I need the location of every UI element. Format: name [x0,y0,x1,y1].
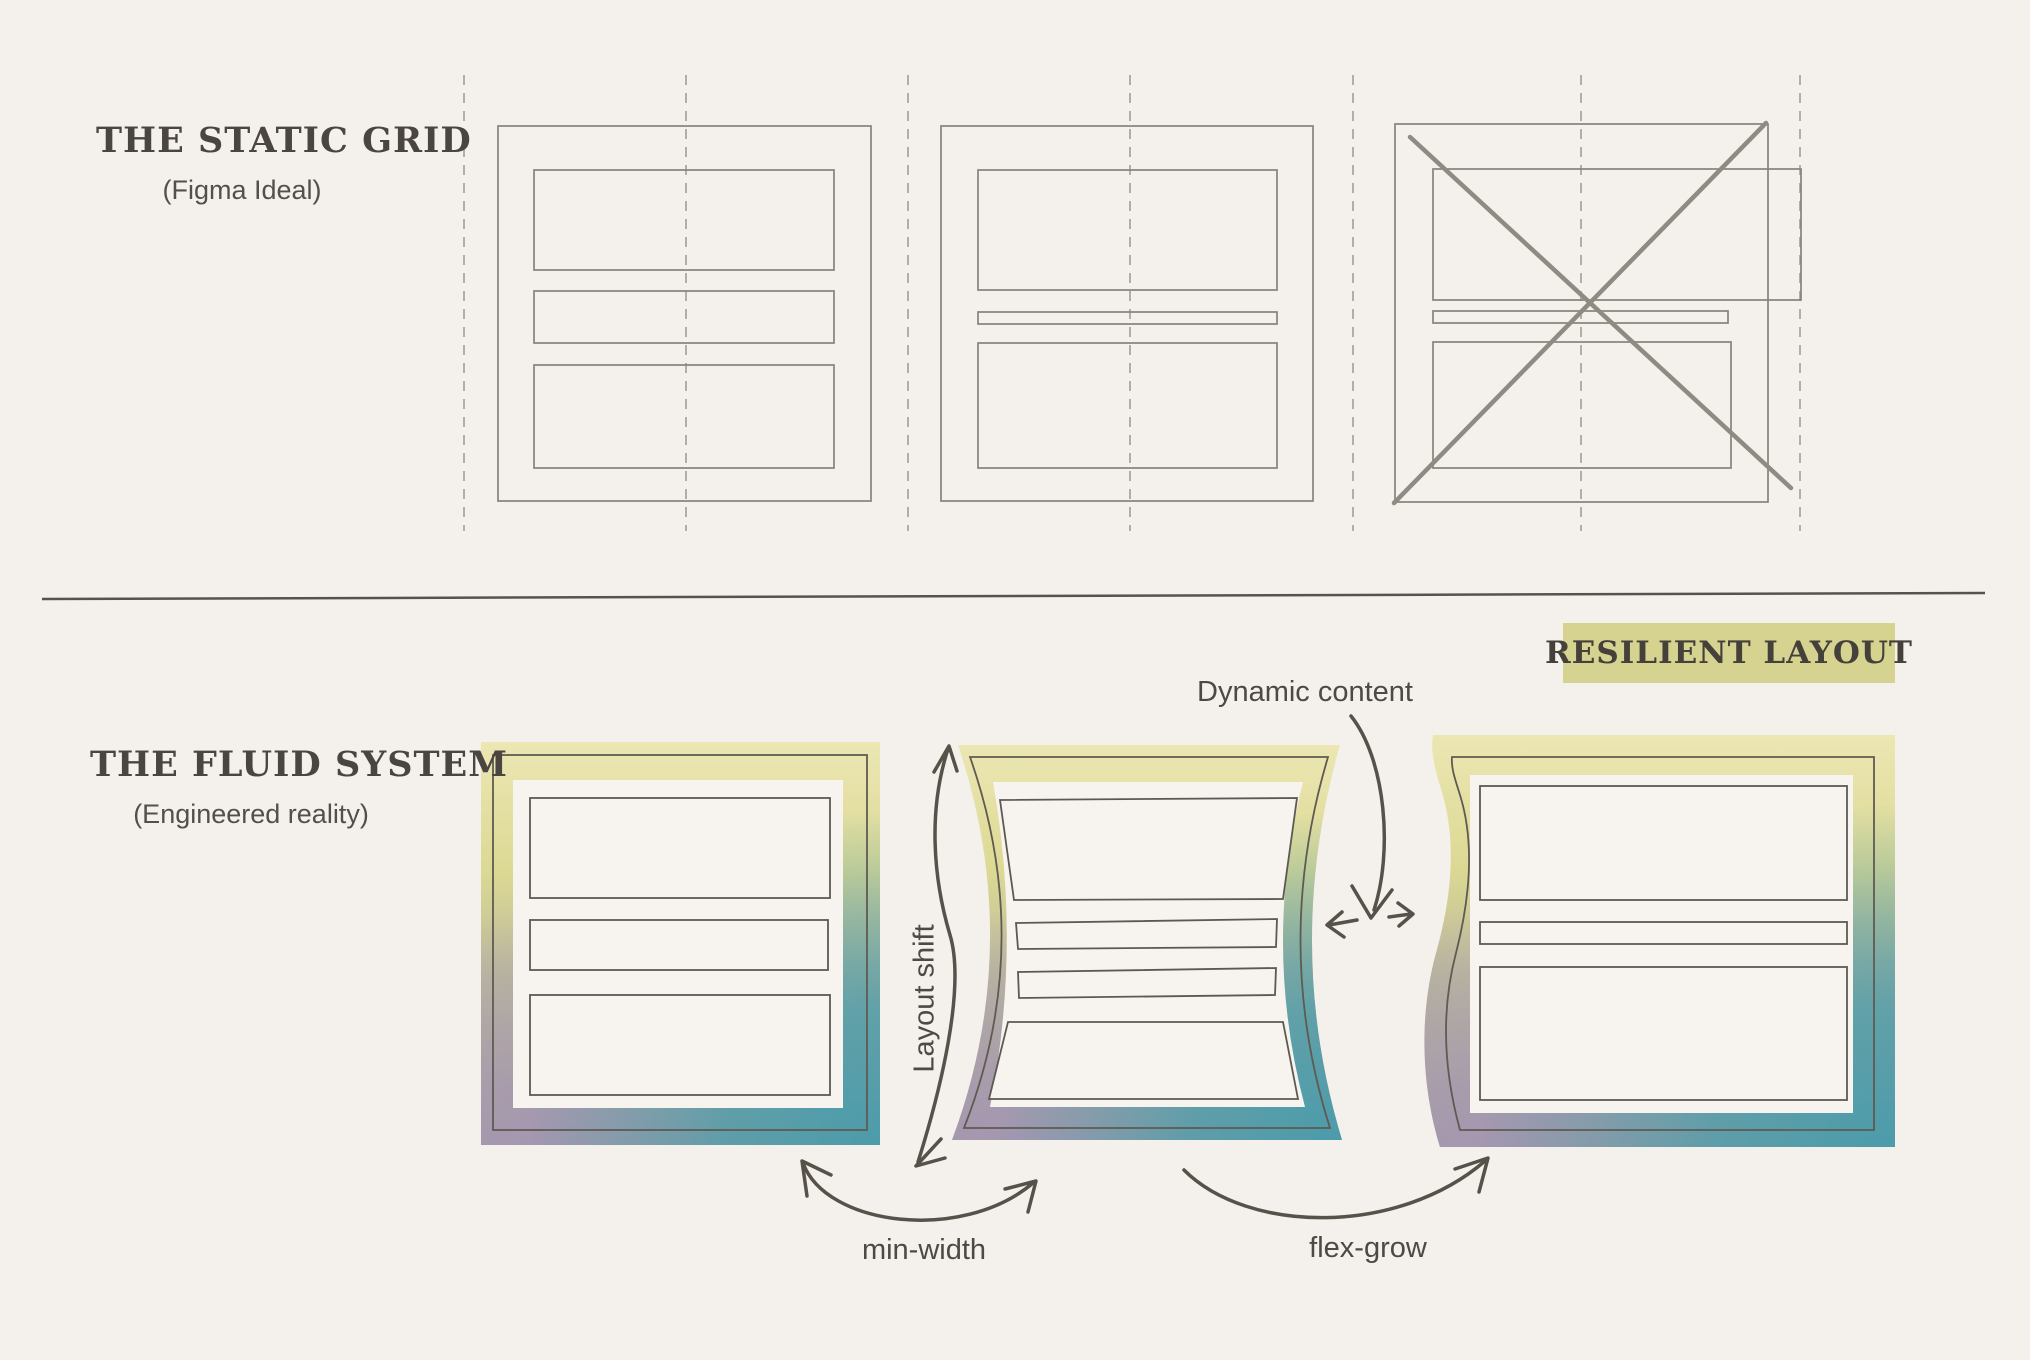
fluid-card-1 [481,742,880,1145]
dynamic-content-arrowhead [1350,884,1394,920]
dynamic-content-label: Dynamic content [1197,676,1413,708]
squeeze-right-arrow [1387,901,1415,928]
static-card-1-frame [497,125,872,502]
fluid-card-2-footer-box [987,1021,1300,1100]
broken-layout-x-mark [1391,120,1794,506]
static-card-2 [940,125,1314,502]
static-section-header: THE STATIC GRID (Figma Ideal) [96,120,472,206]
flex-grow-label: flex-grow [1309,1232,1427,1264]
static-section-subtitle: (Figma Ideal) [162,175,322,205]
min-width-arrow [800,1159,1038,1222]
fluid-card-2-hero-box [998,797,1299,901]
fluid-card-3-outline [1445,756,1875,1131]
static-card-3-footer-box [1432,341,1732,469]
fluid-card-1-hero-box [529,797,831,899]
fluid-card-1-outline [492,754,868,1131]
fluid-section-header: THE FLUID SYSTEM (Engineered reality) [90,744,508,830]
fluid-section-subtitle: (Engineered reality) [133,799,369,829]
fluid-card-2-outline [962,756,1332,1129]
fluid-card-3-thin-bar [1479,921,1848,945]
resilient-layout-badge: RESILIENT LAYOUT [1545,623,1912,683]
layout-shift-arrowhead-top [932,744,959,774]
static-card-3 [1391,120,1802,506]
min-width-arrowhead-left [800,1159,833,1198]
flex-grow-arrow [1182,1156,1490,1220]
min-width-arrowhead-right [1003,1179,1038,1214]
fluid-card-3 [1424,735,1895,1147]
fluid-card-1-text-box [529,919,829,971]
static-card-2-hero-box [977,169,1278,291]
min-width-label: min-width [861,1234,987,1266]
static-card-1-hero-box [533,169,835,271]
static-card-3-frame [1394,123,1769,503]
static-card-2-frame [940,125,1314,502]
static-card-1-footer-box [533,364,835,469]
static-card-1-text-box [533,290,835,344]
fluid-card-2-bar-2 [1017,967,1277,999]
column-gridlines [463,75,1801,531]
static-card-1 [497,125,872,502]
fluid-section-title: THE FLUID SYSTEM [90,744,508,785]
squeeze-left-arrow [1325,910,1359,939]
static-card-2-footer-box [977,342,1278,469]
fluid-card-2-bar-1 [1015,918,1278,950]
fluid-card-3-hero-box [1479,785,1848,901]
layout-shift-arrow [914,744,959,1168]
flex-grow-arrowhead [1453,1156,1490,1194]
static-card-3-overflowing-box [1432,168,1802,301]
dynamic-content-arrow [1349,714,1394,920]
section-divider [41,591,1986,601]
fluid-card-1-footer-box [529,994,831,1096]
fluid-card-3-footer-box [1479,966,1848,1101]
layout-shift-arrowhead-bottom [914,1137,947,1168]
static-section-title: THE STATIC GRID [96,120,472,161]
static-card-2-thin-bar [977,311,1278,325]
fluid-card-2 [952,745,1342,1140]
layout-shift-label: Layout shift [908,924,941,1073]
